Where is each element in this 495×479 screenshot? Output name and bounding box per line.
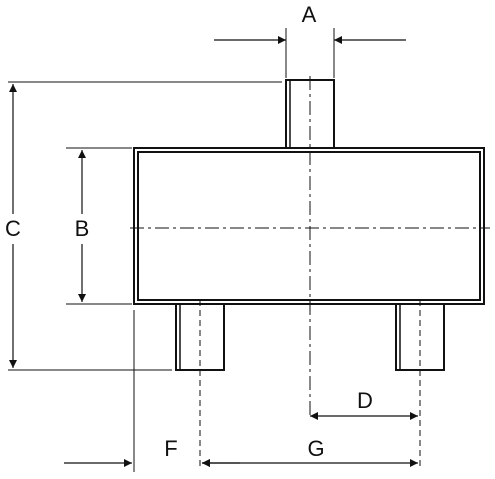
label-a: A	[302, 2, 317, 27]
center-lines	[130, 76, 490, 418]
label-b: B	[75, 216, 90, 241]
extension-lines	[8, 28, 335, 472]
label-g: G	[307, 436, 324, 461]
label-d: D	[357, 388, 373, 413]
label-f: F	[164, 436, 177, 461]
package-body	[133, 147, 485, 305]
pin-center-lines	[199, 300, 421, 470]
label-c: C	[5, 216, 21, 241]
